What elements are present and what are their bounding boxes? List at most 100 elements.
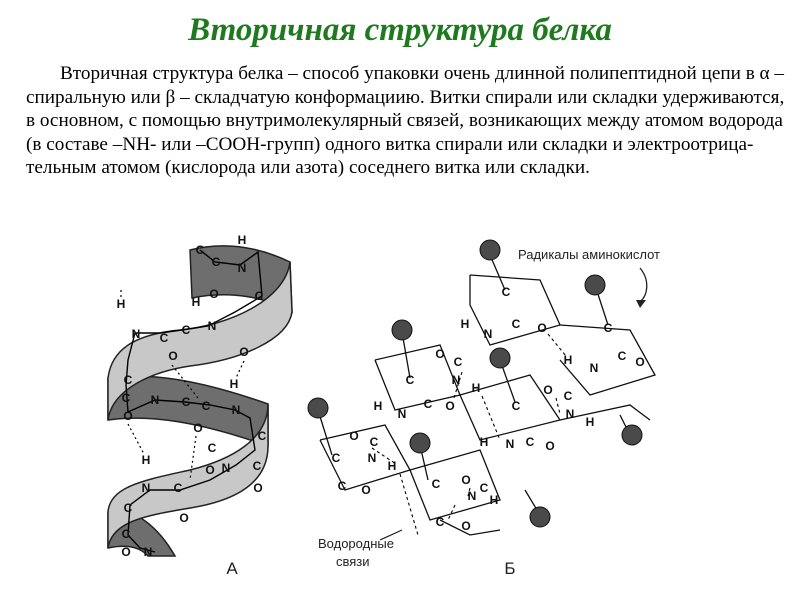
atom-label: C <box>122 391 131 405</box>
atom-label: N <box>232 403 241 417</box>
atom-label: O <box>545 439 554 453</box>
atom-label: N <box>151 393 160 407</box>
hydrogen-bond <box>235 360 245 379</box>
atom-label: O <box>361 483 370 497</box>
atom-label: O <box>461 519 470 533</box>
atom-label: O <box>537 321 546 335</box>
hydrogen-bond <box>127 423 145 455</box>
radicals-arrowhead <box>636 300 646 308</box>
atom-label: H <box>564 353 573 367</box>
atom-label: H <box>238 233 247 247</box>
atom-label: C <box>338 479 347 493</box>
helix-backbone <box>125 249 263 553</box>
hydrogen-bond <box>371 447 397 465</box>
atom-label: C <box>182 323 191 337</box>
helix-ribbon-light <box>107 261 293 421</box>
radicals-label: Радикалы аминокислот <box>518 247 660 262</box>
atom-label: O <box>461 473 470 487</box>
atom-label: C <box>436 515 445 529</box>
hydrogen-bond <box>453 371 463 399</box>
atom-label: C <box>208 441 217 455</box>
atom-label: H <box>461 317 470 331</box>
hydrogen-bonds-pointer <box>379 529 403 541</box>
hydrogen-bonds-label-line1: Водородные <box>318 536 394 551</box>
atom-label: H <box>374 399 383 413</box>
atom-label: O <box>205 463 214 477</box>
hydrogen-bond <box>481 395 501 441</box>
atom-label: N <box>144 545 153 559</box>
radicals-arrow <box>639 267 648 303</box>
amino-acid-radical <box>529 506 551 528</box>
atom-label: O <box>121 545 130 559</box>
atom-label: N <box>238 261 247 275</box>
atom-label: C <box>122 527 131 541</box>
atom-label: H <box>388 459 397 473</box>
atom-label: N <box>142 481 151 495</box>
atom-label: C <box>564 389 573 403</box>
sheet-plane <box>559 324 656 396</box>
atom-label: H <box>142 453 151 467</box>
atom-label: H <box>586 415 595 429</box>
atom-label: C <box>432 477 441 491</box>
sheet-plane <box>559 404 651 421</box>
atom-label: O <box>179 511 188 525</box>
amino-acid-radical <box>307 397 329 419</box>
atom-label: H <box>117 297 126 311</box>
atom-label: N <box>506 437 515 451</box>
hydrogen-bond <box>547 333 567 357</box>
atom-label: C <box>124 373 133 387</box>
atom-label: C <box>212 255 221 269</box>
atom-label: C <box>512 317 521 331</box>
atom-label: N <box>208 319 217 333</box>
atom-label: C <box>182 395 191 409</box>
atom-label: O <box>123 409 132 423</box>
helix-ribbon-light <box>107 403 269 549</box>
atom-label: C <box>258 429 267 443</box>
amino-acid-radical <box>489 347 511 369</box>
atom-label: N <box>222 461 231 475</box>
amino-acid-radical <box>621 424 643 446</box>
panel-a-label: А <box>226 559 238 578</box>
atom-label: N <box>368 451 377 465</box>
atom-label: C <box>370 435 379 449</box>
atom-label: C <box>618 349 627 363</box>
atom-label: C <box>124 501 133 515</box>
sheet-plane <box>469 274 561 346</box>
sheet-plane <box>439 519 501 536</box>
atom-label: O <box>239 345 248 359</box>
atom-label: H <box>230 377 239 391</box>
atom-label: C <box>480 481 489 495</box>
body-text: Вторичная структура белка – способ упако… <box>26 62 786 180</box>
panel-b-label: Б <box>504 559 515 578</box>
atom-label: N <box>468 489 477 503</box>
atom-label: C <box>424 397 433 411</box>
atom-label: O <box>168 349 177 363</box>
hydrogen-bond <box>467 487 471 497</box>
amino-acid-radical <box>391 319 413 341</box>
hydrogen-bond <box>171 364 199 399</box>
amino-acid-radical <box>409 432 431 454</box>
atom-label: N <box>484 327 493 341</box>
atom-label: C <box>160 331 169 345</box>
atom-label: O <box>635 355 644 369</box>
atom-label: N <box>132 327 141 341</box>
atom-label: O <box>193 421 202 435</box>
amino-acid-radical <box>479 239 501 261</box>
atom-label: H <box>192 295 201 309</box>
body-paragraph: Вторичная структура белка – способ упако… <box>26 63 785 178</box>
hydrogen-bond <box>447 504 456 521</box>
atom-label: N <box>398 407 407 421</box>
atom-label: C <box>526 435 535 449</box>
alpha-helix-diagram: C C H N O C H N C H N C O O C C O N C C … <box>107 233 293 578</box>
atom-label: O <box>445 399 454 413</box>
atom-label: C <box>454 355 463 369</box>
atom-label: C <box>604 321 613 335</box>
amino-acid-radical <box>584 274 606 296</box>
atom-label: C <box>512 399 521 413</box>
atom-label: O <box>209 287 218 301</box>
atom-label: N <box>452 373 461 387</box>
atom-label: H <box>472 381 481 395</box>
atom-label: C <box>174 481 183 495</box>
hydrogen-bonds-label-line2: связи <box>336 554 370 569</box>
